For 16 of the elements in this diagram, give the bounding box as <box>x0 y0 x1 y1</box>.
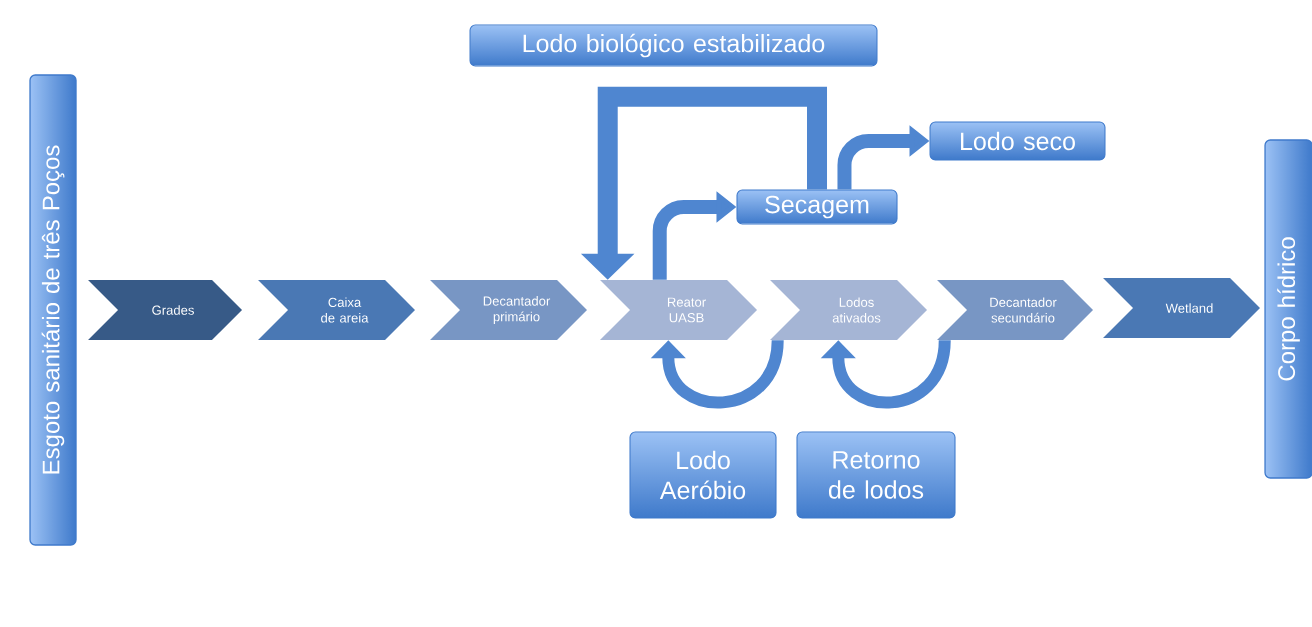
process-box: Lodo Aeróbio <box>629 431 777 519</box>
process-step: Reator UASB <box>600 280 757 340</box>
process-box: Retorno de lodos <box>796 431 956 519</box>
process-step: Wetland <box>1103 278 1260 338</box>
process-box: Secagem <box>736 189 898 225</box>
process-box: Lodo seco <box>929 121 1106 161</box>
process-box: Corpo hídrico <box>1264 139 1312 479</box>
arrow <box>820 339 951 409</box>
arrow <box>650 339 784 409</box>
process-box: Lodo biológico estabilizado <box>469 24 878 67</box>
process-step: Decantador secundário <box>937 280 1093 340</box>
process-box: Esgoto sanitário de três Poços <box>29 74 77 546</box>
process-step: Caixa de areia <box>258 280 415 340</box>
process-step: Decantador primário <box>430 280 587 340</box>
process-step: Grades <box>88 280 242 340</box>
process-step: Lodos ativados <box>770 280 927 340</box>
